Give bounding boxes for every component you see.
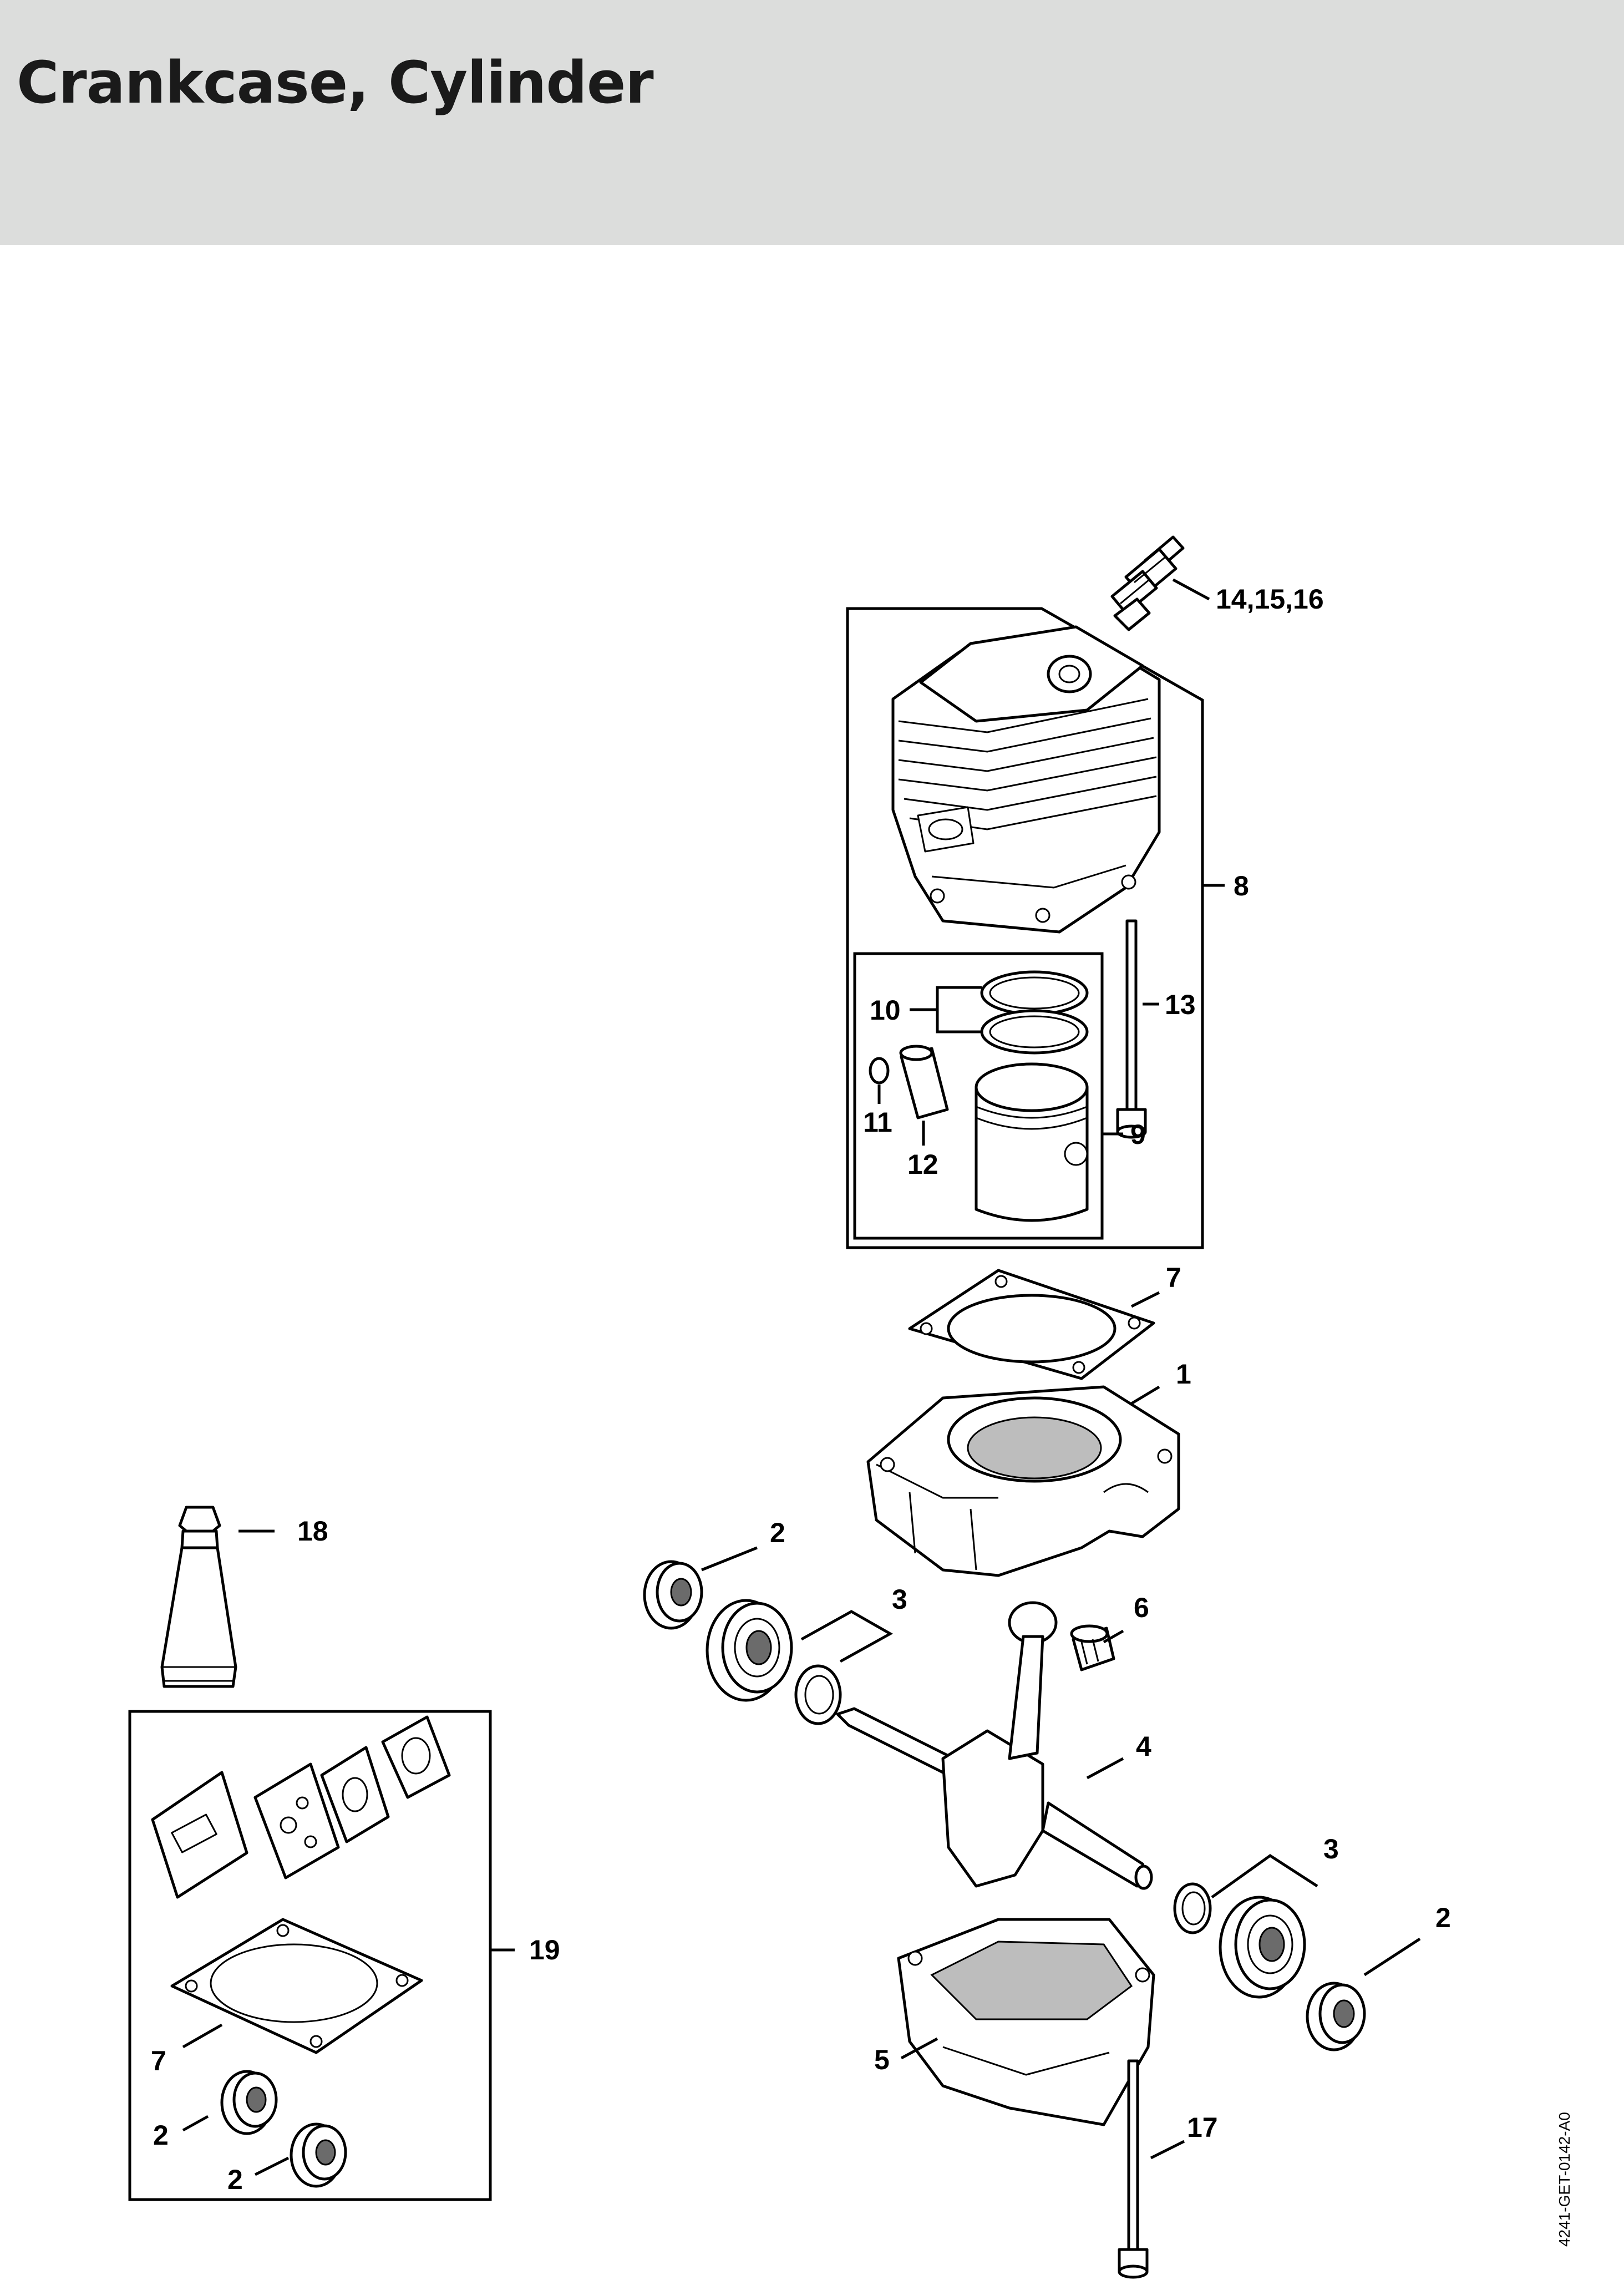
callout-19: 19 [529,1934,560,1965]
callout-3-right: 3 [1323,1833,1339,1865]
gasket-set-box [128,1710,492,2201]
page-title: Crankcase, Cylinder [17,49,654,116]
callout-17: 17 [1187,2112,1218,2143]
callout-2-right: 2 [1435,1902,1451,1933]
cylinder-screw-top [1116,919,1147,1139]
callout-7-top: 7 [1166,1262,1181,1293]
callout-2-kit-b: 2 [227,2164,243,2195]
callout-11: 11 [863,1107,892,1138]
leader-lines [182,578,1421,2176]
ball-bearing-left [706,1599,793,1702]
ball-bearing-right [1219,1896,1306,1999]
crankcase-upper [866,1385,1180,1577]
piston-rings [980,970,1089,1055]
page-header: Crankcase, Cylinder [0,0,1624,245]
callout-5: 5 [874,2044,890,2075]
callout-10: 10 [870,995,901,1026]
circlip [869,1057,890,1085]
figure-code: 4241-GET-0142-A0 [1556,2112,1573,2247]
piston-pin [899,1045,949,1119]
spark-plug [1110,535,1185,631]
piston [975,1062,1089,1222]
exploded-parts-diagram: 14,15,16 8 13 10 11 12 9 7 1 18 2 3 6 4 … [128,535,1573,2279]
callout-4: 4 [1136,1731,1151,1762]
oil-seal-right [1306,1982,1366,2051]
cylinder-gasket [908,1269,1155,1380]
callout-14-15-16: 14,15,16 [1216,584,1324,615]
cylinder [891,625,1161,934]
callout-18: 18 [297,1516,328,1547]
crankcase-lower [897,1918,1155,2126]
callout-12: 12 [907,1149,938,1180]
crankshaft [836,1601,1153,1890]
callout-1: 1 [1176,1359,1191,1390]
oil-seal-left [643,1560,703,1630]
callout-8: 8 [1234,870,1249,901]
callout-6: 6 [1134,1592,1149,1623]
callout-9: 9 [1130,1119,1146,1150]
cylinder-screw-bottom [1118,2059,1149,2279]
piston-kit-box [853,952,1104,1240]
callout-2-left: 2 [770,1517,785,1548]
needle-cage [1070,1624,1115,1671]
callout-13: 13 [1165,989,1196,1020]
callout-7-kit: 7 [151,2045,166,2076]
gasket-set-parts [151,1715,451,2188]
callout-2-kit-a: 2 [153,2120,169,2151]
callout-3-top: 3 [892,1584,907,1615]
cylinder-kit-box [846,607,1204,1249]
grease-tube [160,1506,237,1688]
